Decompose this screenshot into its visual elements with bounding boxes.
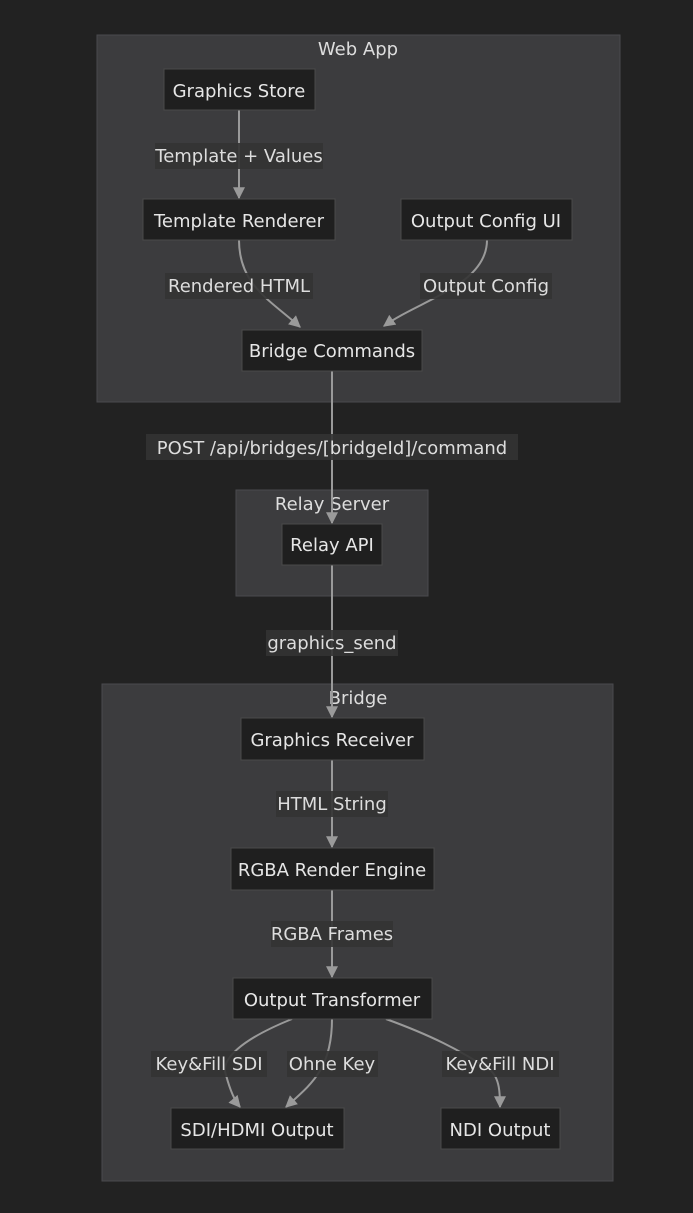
edge-label-html-string: HTML String bbox=[277, 794, 387, 815]
edge-label-keyfill-ndi: Key&Fill NDI bbox=[445, 1054, 554, 1075]
node-output-config-ui: Output Config UI bbox=[400, 198, 573, 241]
node-graphics-receiver-label: Graphics Receiver bbox=[250, 730, 414, 751]
node-template-renderer-label: Template Renderer bbox=[153, 211, 325, 232]
node-graphics-receiver: Graphics Receiver bbox=[240, 717, 425, 761]
edge-label-template-values: Template + Values bbox=[154, 146, 322, 167]
edge-label-ohne-key: Ohne Key bbox=[289, 1054, 376, 1075]
node-template-renderer: Template Renderer bbox=[142, 198, 336, 241]
edge-label-graphics-send: graphics_send bbox=[267, 633, 396, 654]
node-output-config-ui-label: Output Config UI bbox=[411, 211, 561, 232]
node-output-transformer-label: Output Transformer bbox=[244, 990, 421, 1011]
node-rgba-render-engine-label: RGBA Render Engine bbox=[238, 860, 426, 881]
node-graphics-store-label: Graphics Store bbox=[173, 81, 306, 102]
node-relay-api-label: Relay API bbox=[290, 535, 374, 556]
edge-labels: Template + Values Rendered HTML Output C… bbox=[146, 143, 559, 1077]
edge-label-rendered-html: Rendered HTML bbox=[168, 276, 310, 297]
cluster-web-app-label: Web App bbox=[318, 39, 398, 60]
edge-label-keyfill-sdi: Key&Fill SDI bbox=[155, 1054, 262, 1075]
node-ndi-output: NDI Output bbox=[440, 1107, 561, 1150]
edge-label-post-command: POST /api/bridges/[bridgeId]/command bbox=[157, 438, 507, 459]
cluster-bridge-label: Bridge bbox=[329, 688, 388, 709]
node-rgba-render-engine: RGBA Render Engine bbox=[230, 847, 435, 891]
edge-label-rgba-frames: RGBA Frames bbox=[271, 924, 393, 945]
node-graphics-store: Graphics Store bbox=[163, 68, 316, 111]
edge-label-output-config: Output Config bbox=[423, 276, 549, 297]
node-bridge-commands-label: Bridge Commands bbox=[249, 341, 415, 362]
node-sdi-hdmi-output-label: SDI/HDMI Output bbox=[180, 1120, 333, 1141]
node-ndi-output-label: NDI Output bbox=[450, 1120, 551, 1141]
node-output-transformer: Output Transformer bbox=[232, 977, 433, 1020]
node-bridge-commands: Bridge Commands bbox=[241, 329, 423, 372]
node-sdi-hdmi-output: SDI/HDMI Output bbox=[170, 1107, 345, 1150]
node-relay-api: Relay API bbox=[281, 523, 383, 566]
